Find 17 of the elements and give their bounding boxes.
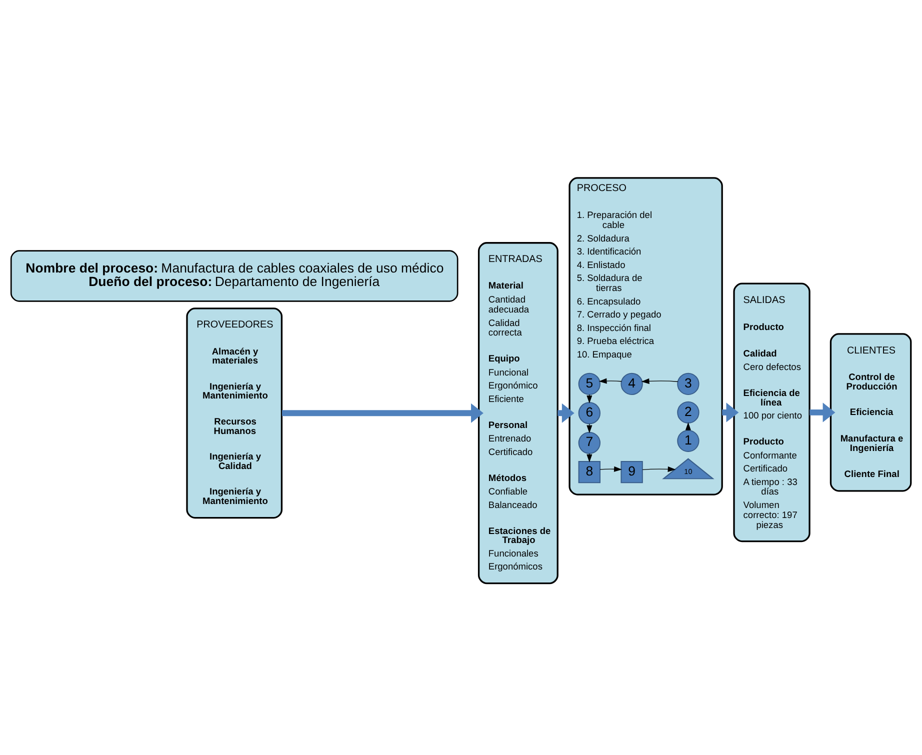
arrow <box>642 466 676 472</box>
node-circle: 3 <box>677 372 700 395</box>
node-box: CLIENTES Control de Producción Eficiencia Manufactura e Ingeniería Cliente Final <box>830 332 912 492</box>
node-box: PROVEEDORES Almacén y materiales Ingeniería y Mantenimiento Recursos Humanos Ingeniería y Calidad Ingeniería y Mantenimiento <box>186 307 283 518</box>
node-circle: 2 <box>677 400 700 424</box>
arrow <box>600 466 622 472</box>
node-box: SALIDAS Producto Calidad Cero defectos Eficiencia de línea 100 por ciento Producto Conformante Certificado A tiempo : 33 días Volumen correcto: 197 piezas <box>733 282 810 542</box>
arrow <box>598 378 622 384</box>
node-circle: 4 <box>620 372 643 395</box>
node-box: 9 <box>620 460 643 483</box>
arrow <box>641 378 678 384</box>
node-box: ENTRADAS Material Cantidad adecuada Calidad correcta Equipo Funcional Ergonómico Eficiente Personal Entrenado Certificado Métodos Confiable Balanceado Estaciones de Trabajo Funcionales Ergonómicos <box>478 242 558 584</box>
node-box: Nombre del proceso: Manufactura de cables coaxiales de uso médico Dueño del proceso: Departamento de Ingeniería <box>10 250 458 302</box>
node-circle: 6 <box>578 402 600 424</box>
node-box: 8 <box>578 460 600 483</box>
arrow <box>282 402 484 422</box>
arrow <box>810 402 836 422</box>
